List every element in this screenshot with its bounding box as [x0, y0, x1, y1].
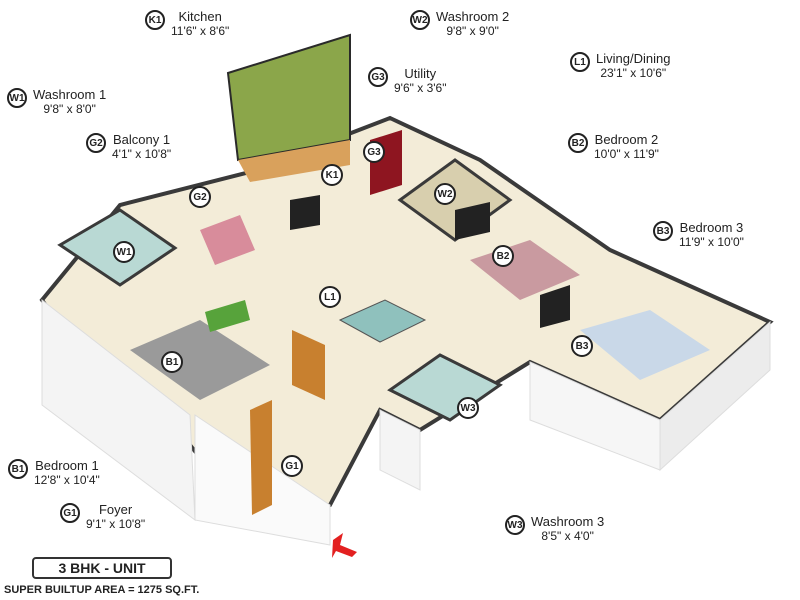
foyer-door[interactable]: [292, 330, 325, 400]
unit-type-label: 3 BHK - UNIT: [32, 557, 172, 579]
legend-name: Bedroom 1: [35, 458, 99, 473]
marker-foyer: G1: [281, 455, 303, 477]
legend-badge: W1: [7, 88, 27, 108]
legend-badge: K1: [145, 10, 165, 30]
bedroom-1-pillows: [205, 300, 250, 332]
legend-badge: B1: [8, 459, 28, 479]
exterior-wall-washroom3: [379, 409, 421, 491]
legend-name: Washroom 2: [436, 9, 510, 24]
legend-name: Washroom 3: [531, 514, 605, 529]
legend-name: Utility: [404, 66, 437, 81]
legend-dims: 4'1" x 10'8": [112, 147, 172, 161]
legend-dims: 9'1" x 10'8": [86, 517, 146, 531]
legend-dims: 9'8" x 9'0": [446, 24, 499, 38]
bedroom-1-bed: [130, 320, 270, 400]
legend-badge: W3: [505, 515, 525, 535]
bedroom-3-tv: [540, 285, 570, 328]
marker-living-dining: L1: [319, 286, 341, 308]
dining-table: [338, 299, 427, 343]
legend-name: Kitchen: [178, 9, 222, 24]
marker-washroom-1: W1: [113, 241, 135, 263]
marker-washroom-2: W2: [434, 183, 456, 205]
legend-dims: 8'5" x 4'0": [541, 529, 594, 543]
marker-balcony-1: G2: [189, 186, 211, 208]
kitchen-wall: [226, 33, 351, 162]
entry-arrow-icon: [332, 533, 357, 558]
legend-badge: B2: [568, 133, 588, 153]
legend-name: Washroom 1: [33, 87, 107, 102]
legend-dims: 9'6" x 3'6": [394, 81, 447, 95]
living-tv: [290, 195, 320, 230]
legend-badge: G1: [60, 503, 80, 523]
legend-badge: G3: [368, 67, 388, 87]
marker-utility: G3: [363, 141, 385, 163]
legend-name: Bedroom 2: [594, 132, 659, 147]
legend-badge: G2: [86, 133, 106, 153]
legend-dims: 10'0" x 11'9": [594, 147, 659, 161]
exterior-wall-end: [659, 320, 771, 472]
marker-bedroom-3: B3: [571, 335, 593, 357]
legend-badge: W2: [410, 10, 430, 30]
legend-dims: 11'9" x 10'0": [679, 235, 744, 249]
legend-dims: 12'8" x 10'4": [34, 473, 100, 487]
marker-kitchen: K1: [321, 164, 343, 186]
legend-name: Foyer: [98, 502, 133, 517]
legend-dims: 11'6" x 8'6": [171, 24, 230, 38]
marker-bedroom-2: B2: [492, 245, 514, 267]
main-door[interactable]: [250, 400, 272, 515]
legend-name: Bedroom 3: [679, 220, 744, 235]
legend-badge: B3: [653, 221, 673, 241]
super-builtup-area: SUPER BUILTUP AREA = 1275 SQ.FT.: [4, 584, 200, 596]
living-sofa: [200, 215, 255, 265]
kitchen-counter: [238, 140, 350, 182]
bedroom-2-tv: [455, 202, 490, 240]
marker-bedroom-1: B1: [161, 351, 183, 373]
legend-name: Living/Dining: [596, 51, 671, 66]
legend-name: Balcony 1: [113, 132, 171, 147]
legend-badge: L1: [570, 52, 590, 72]
legend-dims: 9'8" x 8'0": [43, 102, 96, 116]
bedroom-3-bed: [580, 310, 710, 380]
marker-washroom-3: W3: [457, 397, 479, 419]
legend-dims: 23'1" x 10'6": [600, 66, 667, 80]
